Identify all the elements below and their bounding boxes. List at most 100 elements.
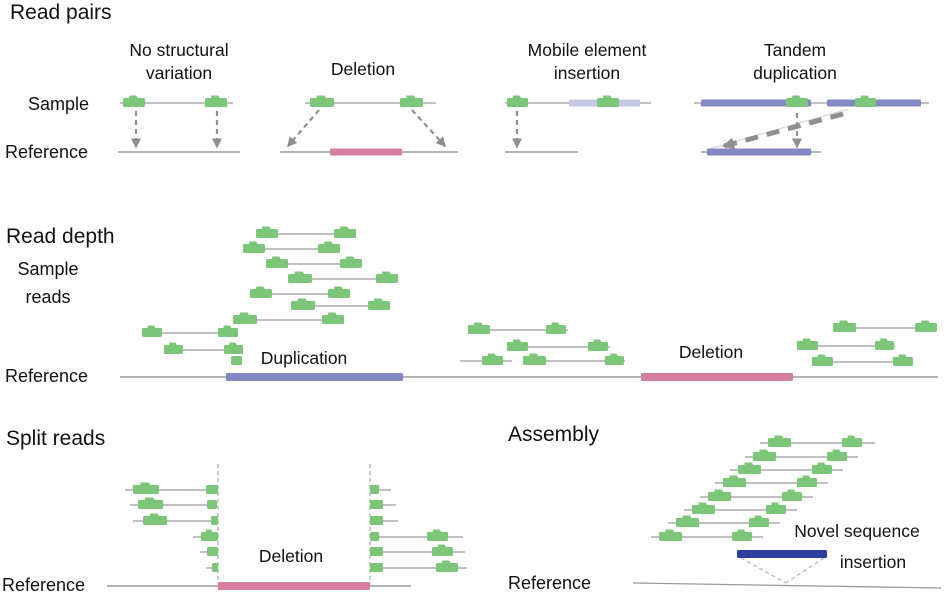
- read-direction-tab: [847, 435, 857, 441]
- read-direction-tab: [529, 353, 541, 359]
- deletion-bar: [330, 148, 402, 156]
- read: [142, 328, 162, 337]
- read-direction-tab: [792, 95, 803, 101]
- read-direction-tab: [256, 286, 267, 292]
- read: [370, 485, 379, 494]
- section-heading-read-depth: Read depth: [6, 225, 115, 248]
- read: [723, 478, 746, 487]
- read-direction-tab: [382, 271, 393, 277]
- read: [334, 229, 356, 238]
- read-direction-tab: [223, 325, 233, 331]
- read: [507, 98, 528, 107]
- read: [206, 485, 218, 494]
- panel-title-line: insertion: [553, 63, 621, 83]
- annotation-novel-sequence-line2: insertion: [839, 552, 907, 572]
- read-direction-tab: [754, 515, 764, 521]
- read-direction-tab: [759, 449, 771, 455]
- read: [768, 438, 791, 447]
- read: [370, 532, 379, 541]
- read: [732, 532, 752, 541]
- panel-title-line: variation: [145, 63, 213, 83]
- read: [749, 518, 769, 527]
- read-direction-tab: [665, 529, 677, 535]
- read: [288, 274, 312, 283]
- read-direction-tab: [229, 342, 239, 348]
- read: [233, 315, 257, 324]
- read: [310, 98, 334, 107]
- read: [205, 98, 227, 107]
- read: [692, 505, 715, 514]
- read: [370, 563, 383, 572]
- annotation-novel-sequence-line1: Novel sequence: [794, 521, 920, 541]
- read-direction-tab: [729, 475, 741, 481]
- read: [915, 323, 937, 332]
- read: [218, 328, 238, 337]
- read-direction-tab: [898, 354, 908, 360]
- read: [797, 341, 818, 350]
- reference-line: [632, 582, 942, 589]
- read: [368, 301, 390, 310]
- read: [318, 244, 340, 253]
- read: [207, 500, 217, 509]
- panel-title-deletion: Deletion: [331, 58, 395, 81]
- read-direction-tab: [787, 489, 797, 495]
- read: [123, 98, 145, 107]
- read: [143, 516, 167, 525]
- read-direction-tab: [262, 226, 273, 232]
- read: [786, 98, 808, 107]
- panel-title-line: Tandem: [763, 40, 827, 60]
- read-direction-tab: [512, 339, 523, 345]
- read: [370, 547, 383, 556]
- read: [812, 357, 833, 366]
- read-direction-tab: [744, 462, 756, 468]
- read-direction-tab: [860, 95, 871, 101]
- read: [164, 345, 183, 354]
- read-direction-tab: [771, 502, 781, 508]
- read: [708, 492, 731, 501]
- annotation-deletion: Deletion: [258, 546, 324, 566]
- read-direction-tab: [593, 339, 603, 345]
- read: [782, 492, 802, 501]
- read: [546, 325, 566, 334]
- read: [482, 356, 503, 365]
- annotation-duplication: Duplication: [260, 348, 348, 368]
- read-direction-tab: [297, 298, 309, 304]
- insertion-apex-line: [785, 557, 825, 584]
- mapping-arrow: [287, 109, 320, 148]
- read: [597, 98, 619, 107]
- panel-title-line: Mobile element: [527, 40, 647, 60]
- read-direction-tab: [551, 322, 561, 328]
- row-label-line: reads: [25, 287, 71, 307]
- read: [659, 532, 682, 541]
- read-direction-tab: [140, 482, 153, 488]
- read: [256, 229, 278, 238]
- row-label-reference: Reference: [5, 366, 89, 386]
- read: [400, 98, 423, 107]
- read-direction-tab: [921, 320, 932, 326]
- novel-insertion-bar: [737, 550, 827, 558]
- panel-title-line: Deletion: [330, 59, 396, 79]
- read-direction-tab: [839, 320, 851, 326]
- panel-title-tandem-duplication: Tandem duplication: [753, 39, 837, 85]
- read: [468, 325, 490, 334]
- read: [827, 452, 847, 461]
- read: [738, 465, 761, 474]
- read: [855, 98, 876, 107]
- read-direction-tab: [610, 353, 620, 359]
- read-direction-tab: [698, 502, 710, 508]
- panel-title-mobile-element-insertion: Mobile element insertion: [528, 39, 647, 85]
- read-direction-tab: [145, 497, 157, 503]
- read-direction-tab: [817, 462, 827, 468]
- read-direction-tab: [205, 529, 214, 535]
- tandem-duplication-bar: [707, 148, 811, 156]
- row-label-reference: Reference: [5, 142, 89, 162]
- read: [328, 289, 350, 298]
- read: [875, 341, 894, 350]
- row-label-sample-reads: Sample reads: [17, 255, 78, 311]
- read-direction-tab: [774, 435, 786, 441]
- read-direction-tab: [328, 312, 339, 318]
- deletion-bar: [218, 582, 370, 590]
- read-direction-tab: [682, 515, 694, 521]
- panel-title-line: duplication: [753, 63, 837, 83]
